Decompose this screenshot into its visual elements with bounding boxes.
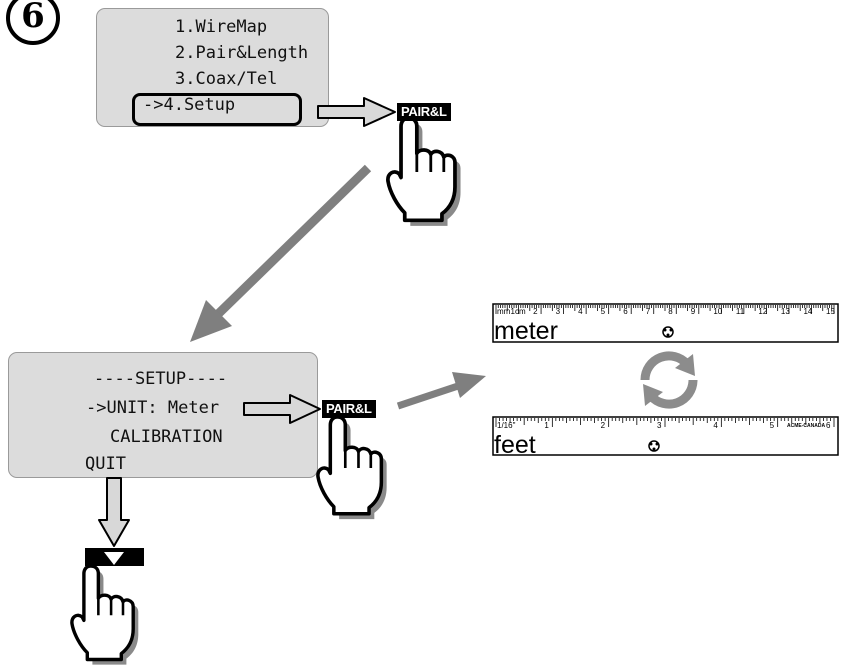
setup-quit-option[interactable]: QUIT	[85, 454, 126, 474]
meter-tick-label: 11	[735, 307, 745, 316]
meter-ruler-logo-icon	[662, 326, 674, 338]
meter-tick-label: 7	[645, 307, 651, 316]
meter-ruler	[492, 303, 839, 343]
feet-ruler-logo-icon	[648, 440, 660, 452]
setup-unit-option-selected[interactable]: ->UNIT: Meter	[86, 398, 220, 418]
lcd-screen-main-menu: 1.WireMap 2.Pair&Length 3.Coax/Tel ->4.S…	[96, 8, 329, 127]
feet-tick-label: 5	[769, 421, 775, 430]
diagonal-arrow-down	[190, 164, 372, 342]
meter-ruler-label: meter	[494, 317, 558, 345]
meter-tick-label: 14	[803, 307, 813, 316]
meter-tick-label: 10	[713, 307, 723, 316]
hollow-arrow-right-2	[243, 394, 321, 424]
feet-ruler	[492, 416, 839, 456]
meter-tick-label: 15	[826, 307, 835, 316]
hollow-arrow-right-1	[317, 97, 396, 127]
menu-item-wiremap[interactable]: 1.WireMap	[175, 17, 268, 37]
setup-calibration-option[interactable]: CALIBRATION	[110, 427, 223, 447]
lcd-screen-setup-menu: ----SETUP---- ->UNIT: Meter CALIBRATION …	[8, 352, 318, 478]
setup-title: ----SETUP----	[94, 369, 228, 389]
feet-tick-label: 2	[600, 421, 606, 430]
selection-highlight-box	[132, 93, 302, 126]
feet-tick-label: 1/16"	[497, 421, 516, 430]
meter-tick-label: 9	[690, 307, 696, 316]
step-number-circle	[6, 0, 60, 45]
pair-length-button-1[interactable]: PAIR&L	[397, 103, 451, 121]
pair-length-button-2[interactable]: PAIR&L	[322, 400, 376, 418]
step-number: 6	[21, 0, 45, 36]
feet-ruler-label: feet	[494, 431, 536, 459]
meter-tick-label: 5	[600, 307, 606, 316]
meter-tick-label: 12	[758, 307, 768, 316]
meter-tick-label: 8	[668, 307, 673, 316]
meter-tick-label: 3	[555, 307, 561, 316]
menu-item-pair-length[interactable]: 2.Pair&Length	[175, 43, 309, 63]
feet-tick-label: 6	[826, 421, 831, 430]
pointing-hand-icon-1	[386, 116, 461, 226]
pointing-hand-icon-2	[316, 415, 387, 520]
feet-tick-label: 1	[544, 421, 549, 430]
meter-tick-label: 13	[780, 307, 790, 316]
feet-tick-label: 4	[713, 421, 718, 430]
meter-tick-label: 2	[533, 307, 538, 316]
meter-tick-label: 4	[578, 307, 583, 316]
menu-item-setup-selected[interactable]: ->4.Setup	[143, 95, 236, 115]
hollow-arrow-down	[98, 477, 130, 547]
feet-ruler-ticks	[495, 418, 835, 427]
meter-tick-label: mm	[497, 307, 511, 316]
down-triangle-icon	[104, 552, 124, 565]
pointing-hand-icon-3	[70, 564, 139, 665]
meter-tick-label: 6	[623, 307, 628, 316]
arrow-to-rulers	[396, 372, 486, 410]
menu-item-coax-tel[interactable]: 3.Coax/Tel	[175, 69, 278, 89]
feet-ruler-brand: ACME-CANADA	[787, 423, 826, 429]
swap-refresh-icon	[640, 351, 698, 409]
meter-tick-label: 1cm	[510, 307, 526, 316]
meter-ruler-ticks	[495, 305, 835, 314]
feet-tick-label: 3	[657, 421, 662, 430]
